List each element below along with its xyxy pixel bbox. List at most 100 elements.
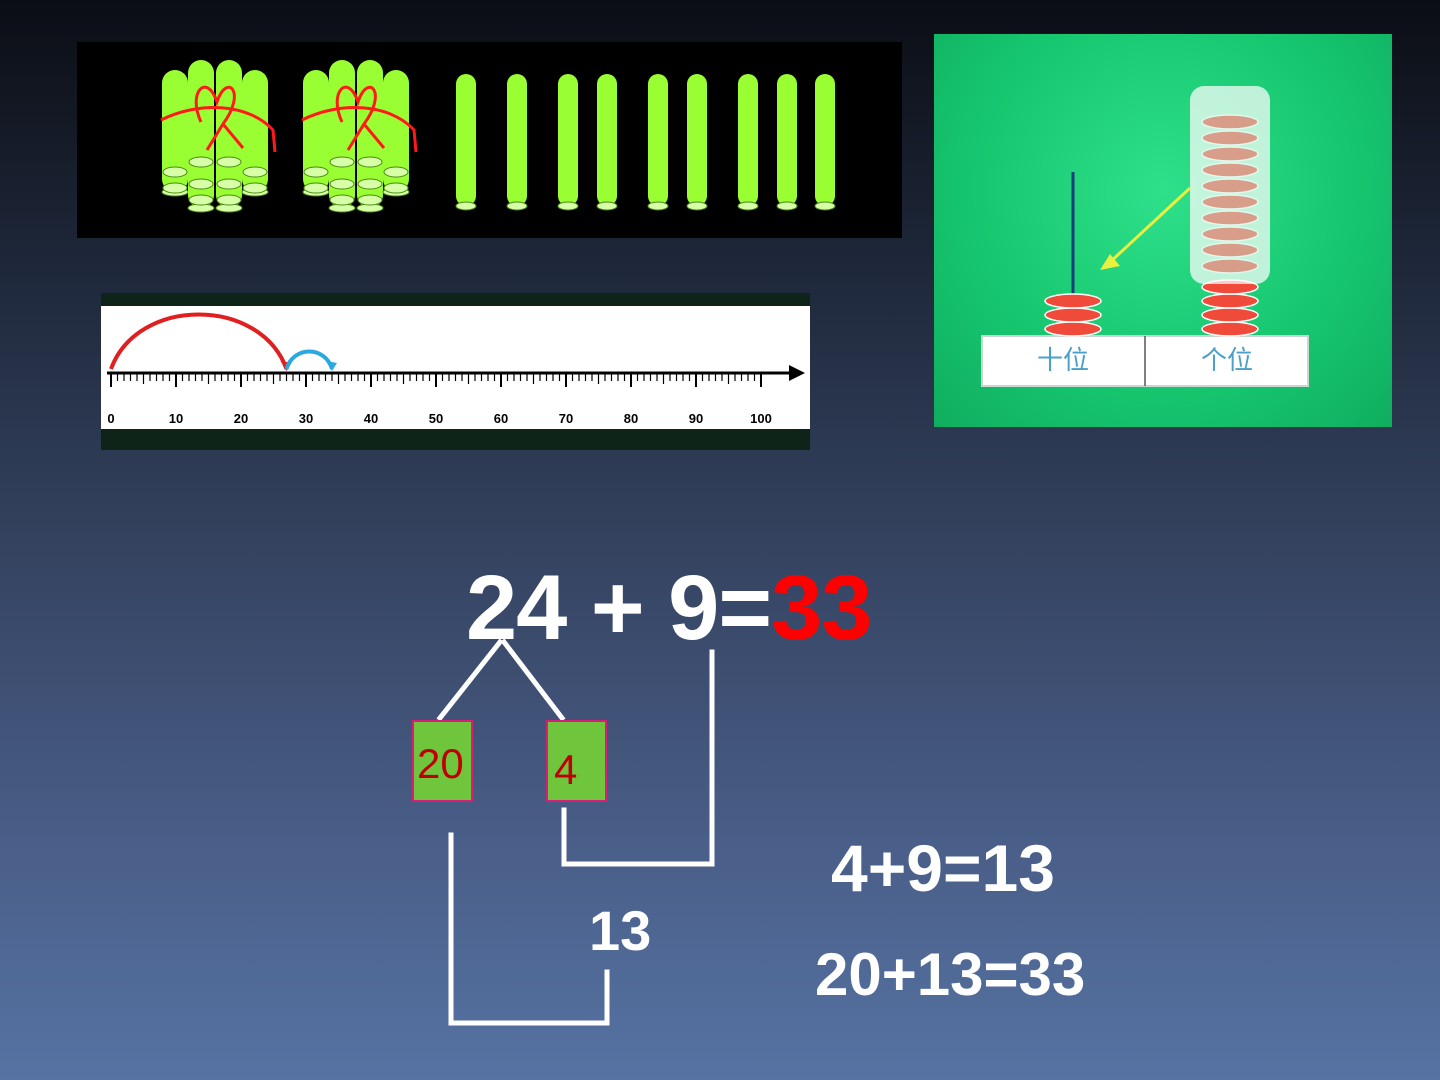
stick — [383, 70, 409, 192]
partial-sum-label: 13 — [589, 899, 652, 962]
bracket-ones-plus-nine — [561, 649, 715, 867]
stick — [777, 74, 797, 206]
stick-end — [455, 201, 477, 211]
equation-left: 24 + 9= — [466, 557, 772, 659]
stick — [162, 70, 188, 192]
bracket-tens-plus-thirteen — [448, 832, 610, 1026]
equation-result: 33 — [771, 557, 872, 659]
stick-end — [686, 201, 708, 211]
number-line-tick-label: 90 — [689, 411, 703, 426]
stick-end — [329, 178, 355, 190]
stick — [188, 60, 214, 208]
step-two-equation: 20+13=33 — [815, 941, 1086, 1008]
stick-end — [216, 156, 242, 168]
stick-end — [357, 156, 383, 168]
stick-end — [242, 182, 268, 194]
bundle-bow — [335, 85, 386, 151]
carry-arrow — [1106, 186, 1192, 266]
abacus-bead — [1201, 258, 1259, 274]
number-line-tick-label: 20 — [234, 411, 248, 426]
stick-end — [383, 182, 409, 194]
stick-bundle — [301, 60, 418, 213]
stick — [558, 74, 578, 206]
number-line-tick-label: 100 — [750, 411, 772, 426]
abacus-bead — [1044, 293, 1102, 309]
number-line-jump-arrowhead — [326, 361, 337, 371]
stick — [815, 74, 835, 206]
stick — [329, 60, 355, 208]
number-line-tick-label: 50 — [429, 411, 443, 426]
stick-end — [242, 166, 268, 178]
branch-line-ones — [500, 638, 566, 722]
stick-end — [557, 201, 579, 211]
ones-place-label: 个位 — [1200, 346, 1253, 376]
number-line-image: 0 10 20 30 40 50 60 70 80 90 100 — [101, 293, 810, 450]
number-line-arrowhead — [789, 365, 805, 381]
stick-end — [357, 194, 383, 206]
step-one-equation: 4+9=13 — [831, 831, 1055, 905]
counting-sticks-image — [77, 42, 902, 238]
number-line-tick-label: 0 — [107, 411, 114, 426]
stick-end — [303, 182, 329, 194]
number-line-tick-label: 60 — [494, 411, 508, 426]
bundle-string — [301, 106, 418, 153]
stick — [507, 74, 527, 206]
stick-end — [188, 156, 214, 168]
stick-end — [647, 201, 669, 211]
abacus-bead — [1201, 226, 1259, 242]
stick-end — [596, 201, 618, 211]
bundle-bow — [194, 85, 245, 151]
stick — [242, 70, 268, 192]
stick-end — [506, 201, 528, 211]
stick-end — [329, 194, 355, 206]
abacus-drawing — [981, 86, 1309, 387]
number-line-tick-label: 10 — [169, 411, 183, 426]
stick-end — [188, 178, 214, 190]
abacus-bead — [1201, 146, 1259, 162]
stick-end — [188, 194, 214, 206]
abacus-bead — [1201, 194, 1259, 210]
tens-box: 20 — [412, 720, 473, 802]
number-line-tick-label: 70 — [559, 411, 573, 426]
stick-end — [737, 201, 759, 211]
stick-end — [776, 201, 798, 211]
number-line-drawing: 0 10 20 30 40 50 60 70 80 90 100 — [107, 312, 805, 426]
ones-box: 4 — [546, 720, 607, 802]
main-equation: 24 + 9=33 — [466, 556, 872, 661]
number-line-paper — [101, 306, 810, 429]
stick-bundle — [160, 60, 277, 213]
stick-end — [383, 166, 409, 178]
stick — [687, 74, 707, 206]
stick-end — [303, 166, 329, 178]
abacus-bead — [1201, 162, 1259, 178]
stick-end — [216, 178, 242, 190]
stick-end — [814, 201, 836, 211]
counting-sticks-drawing — [160, 60, 836, 213]
stick-end — [329, 156, 355, 168]
number-line-jump — [109, 312, 289, 370]
stick-end — [162, 182, 188, 194]
stick-end — [162, 166, 188, 178]
stick-end — [216, 194, 242, 206]
number-line-tick-label: 30 — [299, 411, 313, 426]
abacus-bead — [1201, 242, 1259, 258]
stick — [597, 74, 617, 206]
number-line-tick-label: 40 — [364, 411, 378, 426]
abacus-bead — [1201, 130, 1259, 146]
number-line-tick-label: 80 — [624, 411, 638, 426]
abacus-bead — [1201, 210, 1259, 226]
stick-end — [357, 178, 383, 190]
bundle-string — [160, 106, 277, 153]
abacus-image: 十位 个位 — [934, 34, 1392, 427]
stick — [456, 74, 476, 206]
loose-sticks — [455, 74, 836, 211]
carry-arrowhead — [1100, 254, 1120, 270]
abacus-bead — [1201, 178, 1259, 194]
tens-place-label: 十位 — [1036, 346, 1089, 376]
abacus-bead — [1201, 114, 1259, 130]
stick — [648, 74, 668, 206]
stick — [738, 74, 758, 206]
stick — [303, 70, 329, 192]
branch-line-tens — [436, 638, 504, 722]
